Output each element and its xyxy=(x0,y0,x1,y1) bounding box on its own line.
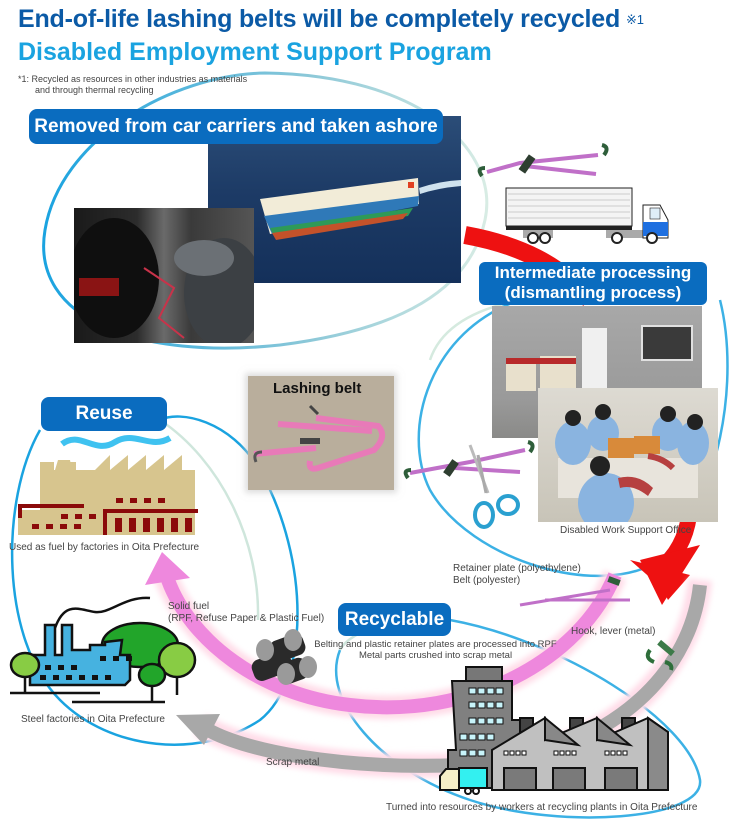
reuse-factory-illustration xyxy=(18,435,198,535)
recycling-plant-caption: Turned into resources by workers at recy… xyxy=(386,802,698,813)
scrap-metal-label: Scrap metal xyxy=(266,757,320,768)
cars-in-hold-photo xyxy=(74,208,254,343)
ship-icon xyxy=(260,178,461,240)
recyclable-description: Belting and plastic retainer plates are … xyxy=(303,639,568,661)
metal-parts-illustration xyxy=(645,639,675,671)
stage-badge-intermediate-line-1: Intermediate processing xyxy=(494,263,692,282)
page-title: End-of-life lashing belts will be comple… xyxy=(18,5,644,34)
footnote-line-2: and through thermal recycling xyxy=(35,85,154,95)
plastic-material-label: Retainer plate (polyethylene) Belt (poly… xyxy=(453,563,581,587)
building-icon xyxy=(506,325,693,391)
solid-fuel-line-1: Solid fuel xyxy=(168,601,210,612)
loop-removed xyxy=(42,71,489,350)
loop-recyclable xyxy=(334,618,702,819)
truck-illustration xyxy=(505,187,669,244)
belt-illustration-top xyxy=(477,143,609,178)
workers-dismantling-photo xyxy=(538,388,718,522)
stage-badge-reuse: Reuse xyxy=(41,397,167,431)
workers-icon xyxy=(555,404,709,522)
metal-material-label: Hook, lever (metal) xyxy=(571,626,656,637)
footnote-mark: ※1 xyxy=(626,12,644,27)
loop-intermediate xyxy=(417,298,729,578)
footnote-line-1: *1: Recycled as resources in other indus… xyxy=(18,74,248,84)
stage-badge-removed: Removed from car carriers and taken asho… xyxy=(29,109,443,144)
solid-fuel-label: Solid fuel (RPF, Refuse Paper & Plastic … xyxy=(168,601,324,625)
scissors-belt-illustration xyxy=(403,440,535,529)
footnote: *1: Recycled as resources in other indus… xyxy=(18,74,247,96)
recyclable-description-line-1: Belting and plastic retainer plates are … xyxy=(314,639,557,650)
lashing-belt-label: Lashing belt xyxy=(273,380,362,397)
plastic-parts-illustration xyxy=(519,576,630,607)
rpf-fuel-illustration xyxy=(251,629,317,685)
plastic-material-line-2: Belt (polyester) xyxy=(453,575,521,586)
reuse-caption: Used as fuel by factories in Oita Prefec… xyxy=(9,542,200,553)
solid-fuel-line-2: (RPF, Refuse Paper & Plastic Fuel) xyxy=(168,613,325,624)
pink-arrow-head xyxy=(145,552,190,585)
stage-badge-recyclable: Recyclable xyxy=(338,603,451,636)
steel-factory-illustration xyxy=(9,596,197,704)
lashing-belt-photo xyxy=(248,376,394,490)
cars-icon xyxy=(74,218,254,343)
page-subtitle: Disabled Employment Support Program xyxy=(18,38,492,66)
stage-badge-intermediate-line-2: (dismantling process) xyxy=(504,283,682,302)
gray-arrow-head xyxy=(176,714,220,745)
work-office-caption: Disabled Work Support Office xyxy=(560,525,692,536)
stage-badge-intermediate: Intermediate processing (dismantling pro… xyxy=(479,262,707,305)
pink-arrow-shaft xyxy=(161,572,622,715)
page-title-text: End-of-life lashing belts will be comple… xyxy=(18,5,621,33)
belt-icon xyxy=(253,404,386,472)
plastic-material-line-1: Retainer plate (polyethylene) xyxy=(453,563,581,574)
recyclable-description-line-2: Metal parts crushed into scrap metal xyxy=(358,650,513,661)
recycling-plant-illustration xyxy=(439,666,669,795)
steel-factory-caption: Steel factories in Oita Prefecture xyxy=(21,714,165,725)
